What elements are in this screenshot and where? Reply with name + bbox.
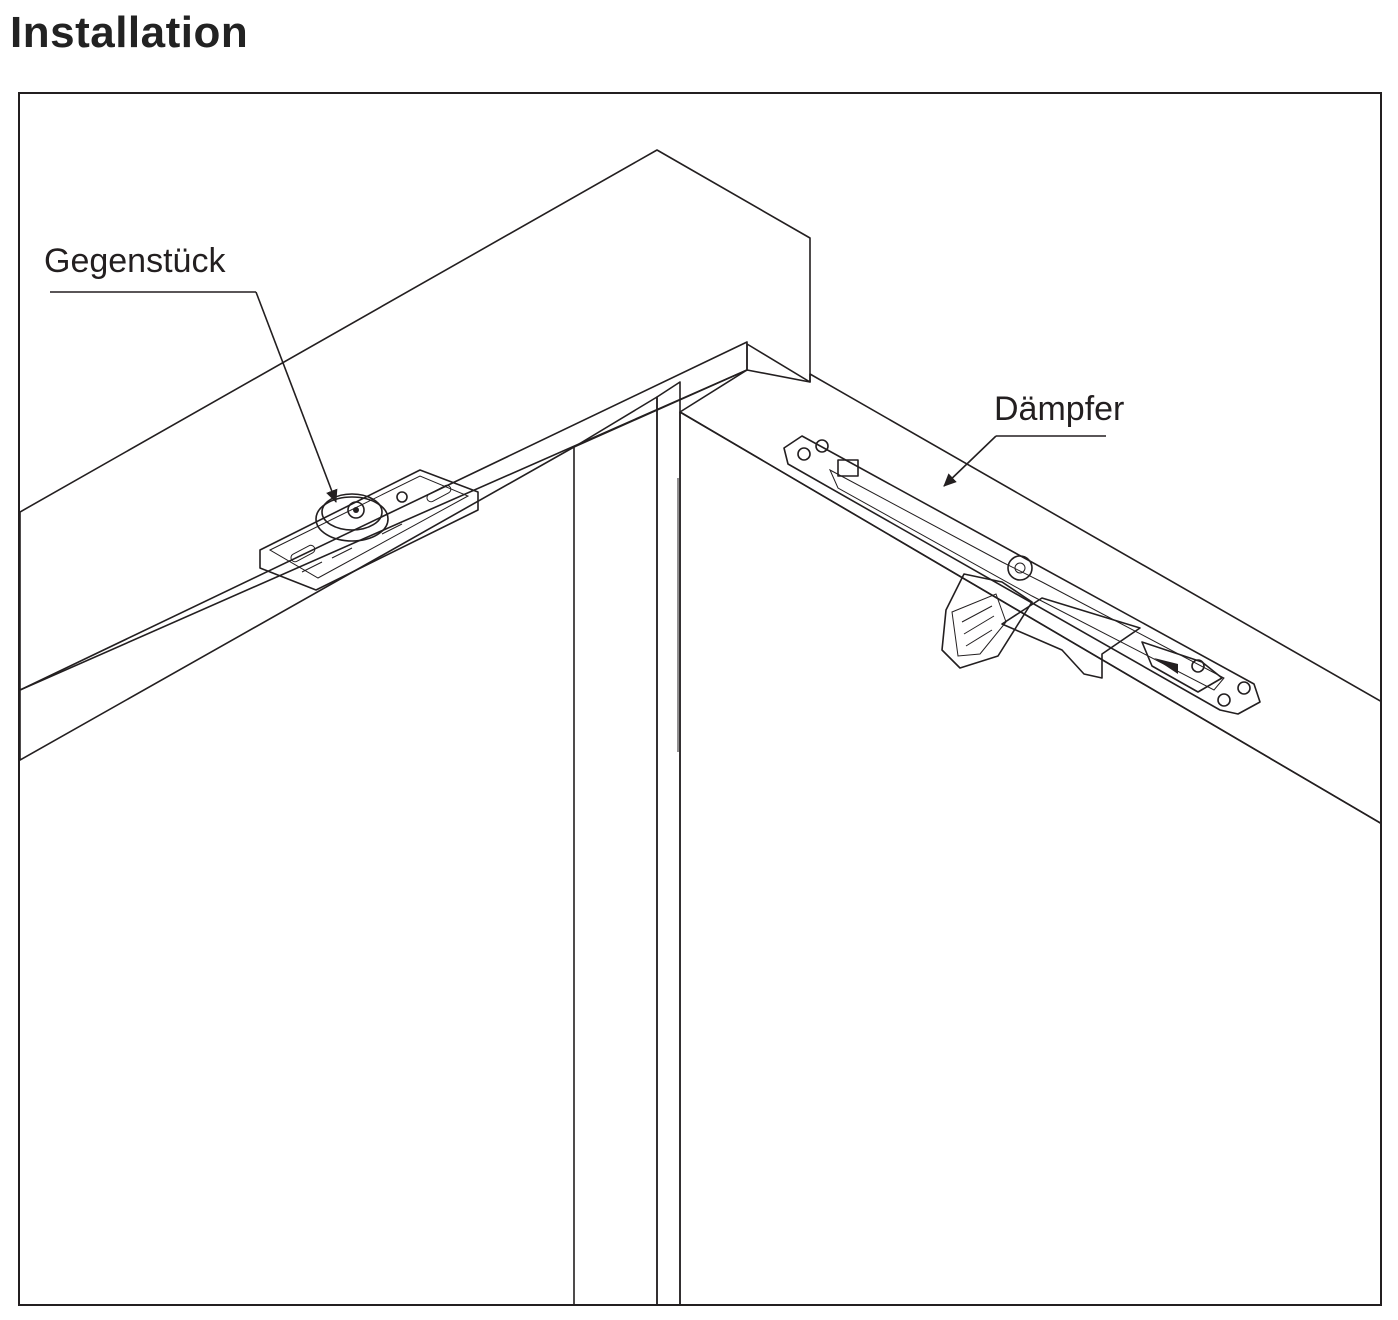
counterpart-label: Gegenstück (44, 242, 226, 280)
installation-figure: Gegenstück Dämpfer (18, 92, 1382, 1306)
installation-drawing: Gegenstück Dämpfer (20, 149, 1380, 1304)
cabinet-side-edge (573, 396, 658, 1304)
cabinet-top-face (20, 149, 811, 691)
damper-label: Dämpfer (994, 390, 1124, 428)
door-panel-front (679, 411, 1380, 1304)
cabinet-top-front-edge (20, 341, 748, 761)
counterpart-hardware (259, 469, 479, 591)
page-title: Installation (10, 8, 249, 57)
counterpart-arrow (255, 291, 338, 503)
cabinet-side-inner (656, 381, 681, 1304)
door-panel-top-edge (679, 369, 1380, 824)
damper-hardware (783, 435, 1261, 715)
damper-arrow (943, 435, 997, 487)
